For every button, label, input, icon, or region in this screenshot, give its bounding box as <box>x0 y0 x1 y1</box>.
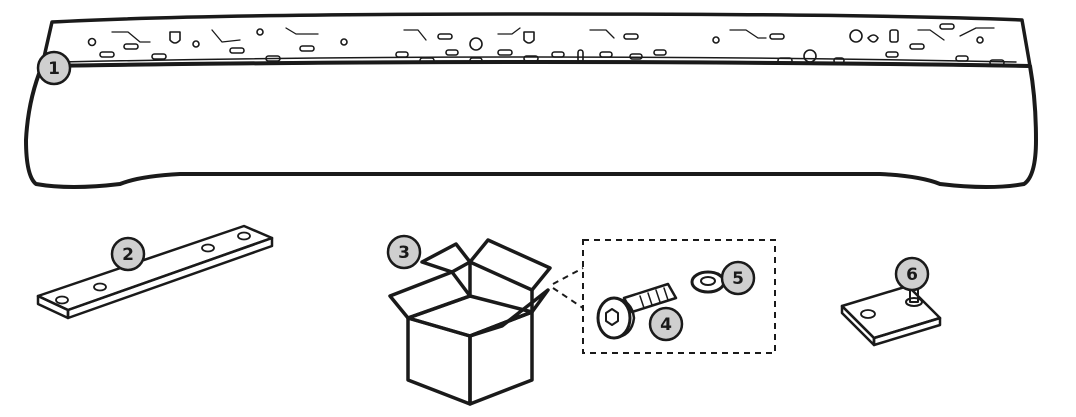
bolt-part <box>596 282 678 340</box>
callout-2: 2 <box>110 236 146 272</box>
callout-3-number: 3 <box>398 243 410 263</box>
callout-4: 4 <box>648 306 684 342</box>
hardware-detail-frame <box>552 239 776 354</box>
callout-5-number: 5 <box>732 269 744 289</box>
beam-fold-lines <box>111 27 995 43</box>
beam-part <box>24 12 1038 189</box>
callout-6: 6 <box>894 256 930 292</box>
callout-6-number: 6 <box>906 265 918 285</box>
callout-5: 5 <box>720 260 756 296</box>
callout-4-number: 4 <box>660 315 672 335</box>
box-part <box>388 238 552 406</box>
callout-1-number: 1 <box>48 59 60 79</box>
small-plate-part <box>840 284 942 347</box>
callout-3: 3 <box>386 234 422 270</box>
callout-2-number: 2 <box>122 245 134 265</box>
long-plate-part <box>36 224 274 320</box>
washer-part <box>690 270 728 294</box>
callout-1: 1 <box>36 50 72 86</box>
beam-hole-pattern <box>87 23 1005 66</box>
